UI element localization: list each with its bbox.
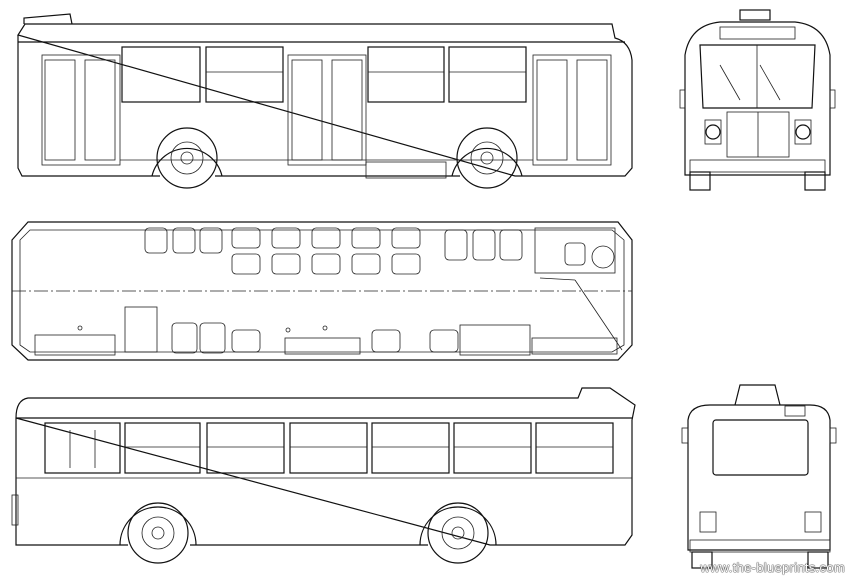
front-view [679,9,836,191]
rear-view [681,384,837,569]
plan-view [11,221,633,361]
side-view-door [17,13,633,189]
side-view-window [11,387,636,564]
watermark: www.the-blueprints.com [700,560,845,575]
